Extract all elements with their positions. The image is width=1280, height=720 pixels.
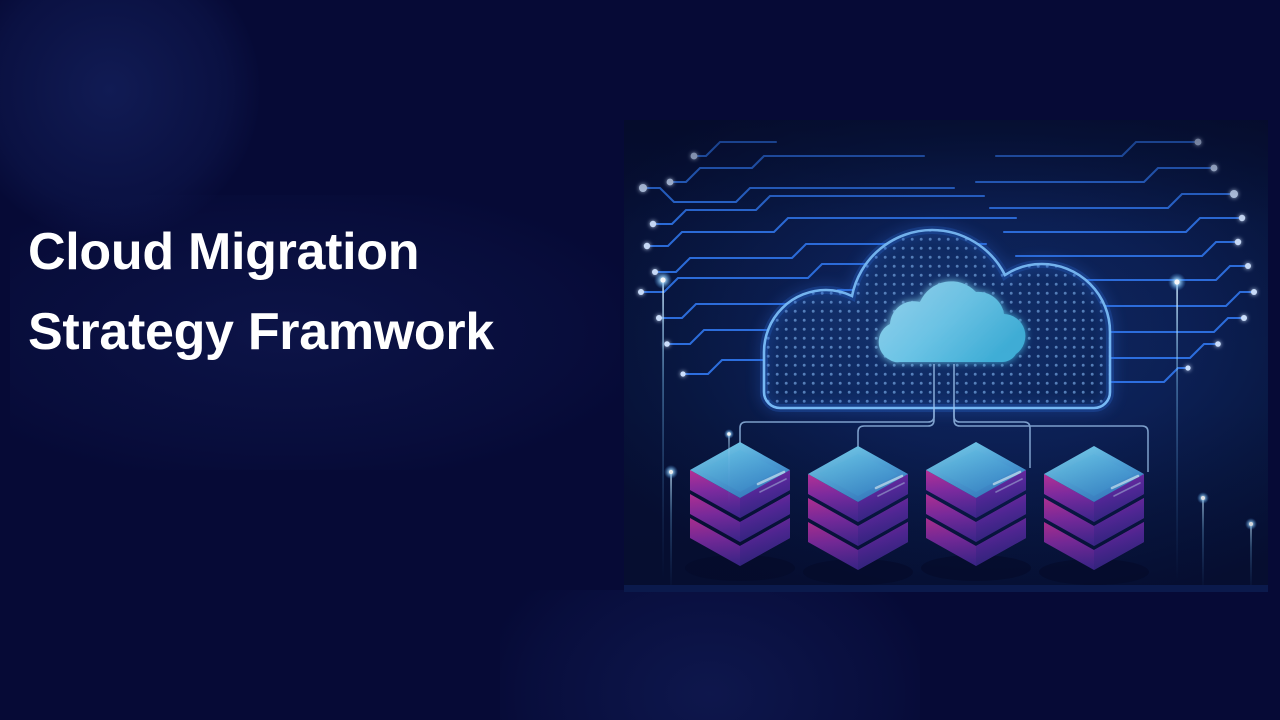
panel-bottom-strip (624, 585, 1268, 592)
isometric-server-stacks (685, 442, 1149, 585)
server-stack (921, 442, 1031, 581)
illustration-panel (624, 120, 1268, 592)
server-stack (685, 442, 795, 581)
light-beam (1245, 518, 1257, 592)
light-beam (1168, 273, 1186, 582)
title-line-2: Strategy Framwork (28, 303, 494, 361)
server-stack (803, 446, 913, 585)
cloud-network-illustration (638, 138, 1257, 592)
server-stack (1039, 446, 1149, 585)
light-beam (664, 465, 678, 592)
page-title: Cloud Migration Strategy Framwork (28, 212, 608, 372)
title-line-1: Cloud Migration (28, 223, 420, 281)
light-beam (1197, 492, 1209, 592)
